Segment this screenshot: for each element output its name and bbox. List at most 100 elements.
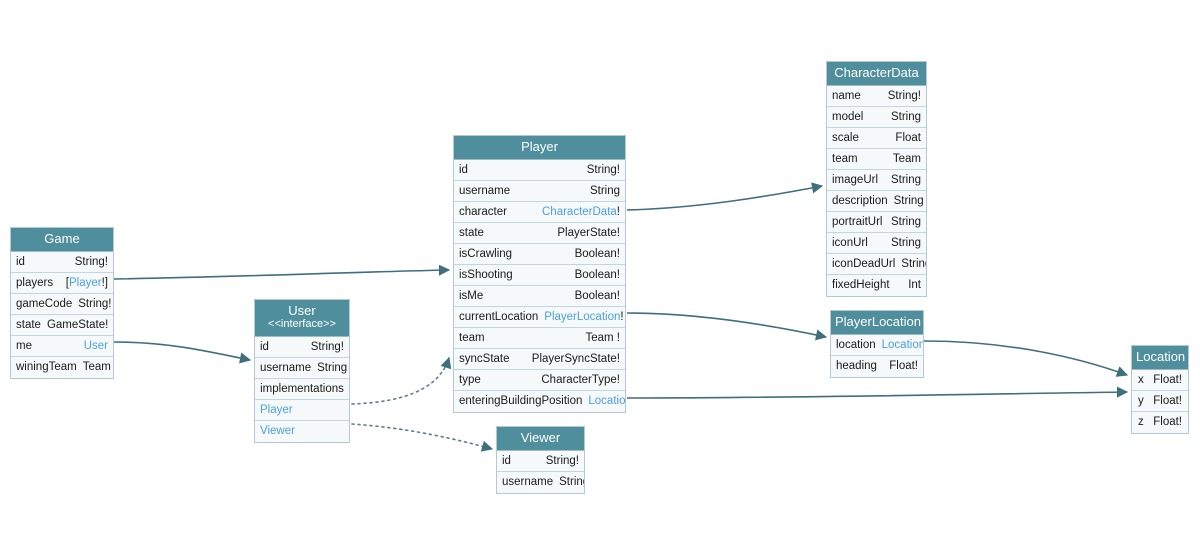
field-row[interactable]: z Float! bbox=[1132, 412, 1188, 433]
implementation-row[interactable]: Viewer bbox=[255, 421, 349, 442]
field-type: String bbox=[890, 173, 921, 186]
node-playerlocation[interactable]: PlayerLocation location Location! headin… bbox=[830, 310, 924, 378]
field-row[interactable]: state GameState! bbox=[11, 315, 113, 336]
node-user-name: User bbox=[288, 303, 316, 318]
field-type: Boolean! bbox=[574, 268, 620, 281]
field-type: String bbox=[901, 257, 926, 270]
edge-user-implements-player bbox=[351, 356, 452, 405]
field-row[interactable]: me User bbox=[11, 336, 113, 357]
field-row[interactable]: portraitUrl String bbox=[827, 212, 926, 233]
node-location[interactable]: Location x Float! y Float! z Float! bbox=[1131, 345, 1189, 434]
field-type: [Player!] bbox=[60, 273, 108, 293]
field-row[interactable]: heading Float! bbox=[831, 356, 923, 377]
node-game-title: Game bbox=[11, 228, 113, 252]
field-type: Team bbox=[82, 361, 111, 373]
field-row[interactable]: team Team ! bbox=[454, 328, 625, 349]
node-game[interactable]: Game id String! players [Player!] gameCo… bbox=[10, 227, 114, 379]
implementations-header: implementations bbox=[255, 379, 349, 400]
field-row[interactable]: model String bbox=[827, 107, 926, 128]
node-viewer-title: Viewer bbox=[497, 427, 584, 451]
field-row[interactable]: winingTeam Team bbox=[11, 357, 113, 378]
field-row[interactable]: gameCode String! bbox=[11, 294, 113, 315]
type-link[interactable]: User bbox=[83, 339, 108, 352]
node-player[interactable]: Player id String! username String charac… bbox=[453, 135, 626, 413]
field-name: team bbox=[832, 152, 858, 165]
type-link[interactable]: Location bbox=[881, 338, 923, 351]
field-row[interactable]: id String! bbox=[497, 451, 584, 472]
edge-player-character-to-characterdata bbox=[626, 182, 824, 211]
field-type: String bbox=[890, 236, 921, 249]
field-row[interactable]: id String! bbox=[255, 337, 349, 358]
field-type: Boolean! bbox=[574, 289, 620, 302]
field-name: gameCode bbox=[16, 297, 73, 310]
field-name: name bbox=[832, 89, 861, 102]
implementation-link-viewer[interactable]: Viewer bbox=[260, 425, 295, 437]
field-type: Boolean! bbox=[574, 247, 620, 260]
edge-game-me-to-user bbox=[113, 341, 252, 364]
field-row[interactable]: type CharacterType! bbox=[454, 370, 625, 391]
field-row[interactable]: iconUrl String bbox=[827, 233, 926, 254]
field-type: Location! bbox=[876, 335, 923, 355]
implementation-row[interactable]: Player bbox=[255, 400, 349, 421]
field-name: location bbox=[836, 338, 876, 351]
field-row[interactable]: enteringBuildingPosition Location bbox=[454, 391, 625, 412]
type-suffix: ! bbox=[620, 310, 624, 323]
type-link[interactable]: Player bbox=[69, 276, 102, 289]
field-row[interactable]: currentLocation PlayerLocation! bbox=[454, 307, 625, 328]
field-name: iconUrl bbox=[832, 236, 868, 249]
field-type: Float! bbox=[889, 360, 918, 372]
field-row[interactable]: imageUrl String bbox=[827, 170, 926, 191]
field-name: isCrawling bbox=[459, 247, 513, 260]
field-name: x bbox=[1138, 373, 1144, 386]
field-row[interactable]: location Location! bbox=[831, 335, 923, 356]
type-link[interactable]: CharacterData bbox=[542, 205, 617, 218]
field-row[interactable]: players [Player!] bbox=[11, 273, 113, 294]
field-row[interactable]: y Float! bbox=[1132, 391, 1188, 412]
type-link[interactable]: Location bbox=[588, 395, 625, 407]
field-row[interactable]: fixedHeight Int bbox=[827, 275, 926, 296]
field-name: id bbox=[16, 255, 25, 268]
field-name: z bbox=[1138, 416, 1144, 428]
implementations-label: implementations bbox=[260, 382, 344, 395]
field-name: state bbox=[16, 318, 41, 331]
node-playerlocation-title: PlayerLocation bbox=[831, 311, 923, 335]
field-row[interactable]: description String bbox=[827, 191, 926, 212]
field-row[interactable]: x Float! bbox=[1132, 370, 1188, 391]
field-type: PlayerState! bbox=[557, 226, 620, 239]
node-characterdata-title: CharacterData bbox=[827, 62, 926, 86]
field-row[interactable]: username String bbox=[454, 181, 625, 202]
field-type: PlayerLocation! bbox=[538, 307, 624, 327]
type-link[interactable]: PlayerLocation bbox=[544, 310, 621, 323]
node-location-title: Location bbox=[1132, 346, 1188, 370]
field-name: players bbox=[16, 276, 54, 289]
field-type: String bbox=[559, 476, 584, 488]
node-viewer[interactable]: Viewer id String! username String bbox=[496, 426, 585, 494]
field-name: id bbox=[459, 163, 468, 176]
implementation-link-player[interactable]: Player bbox=[260, 403, 293, 416]
field-row[interactable]: username String bbox=[255, 358, 349, 379]
field-row[interactable]: id String! bbox=[11, 252, 113, 273]
field-row[interactable]: name String! bbox=[827, 86, 926, 107]
field-type: String! bbox=[78, 297, 112, 310]
field-row[interactable]: isMe Boolean! bbox=[454, 286, 625, 307]
field-row[interactable]: id String! bbox=[454, 160, 625, 181]
node-characterdata[interactable]: CharacterData name String! model String … bbox=[826, 61, 927, 297]
node-user[interactable]: User <<interface>> id String! username S… bbox=[254, 299, 350, 443]
node-player-title: Player bbox=[454, 136, 625, 160]
edge-player-currentlocation-to-playerlocation bbox=[626, 312, 828, 341]
field-row[interactable]: iconDeadUrl String bbox=[827, 254, 926, 275]
field-row[interactable]: isShooting Boolean! bbox=[454, 265, 625, 286]
field-type: Float! bbox=[1153, 373, 1182, 386]
field-row[interactable]: state PlayerState! bbox=[454, 223, 625, 244]
field-row[interactable]: character CharacterData! bbox=[454, 202, 625, 223]
field-row[interactable]: team Team bbox=[827, 149, 926, 170]
field-row[interactable]: syncState PlayerSyncState! bbox=[454, 349, 625, 370]
field-type: String! bbox=[586, 163, 620, 176]
field-row[interactable]: username String bbox=[497, 472, 584, 493]
type-prefix: [ bbox=[65, 276, 69, 289]
field-name: currentLocation bbox=[459, 310, 539, 323]
field-row[interactable]: scale Float bbox=[827, 128, 926, 149]
field-name: description bbox=[832, 194, 888, 207]
field-row[interactable]: isCrawling Boolean! bbox=[454, 244, 625, 265]
